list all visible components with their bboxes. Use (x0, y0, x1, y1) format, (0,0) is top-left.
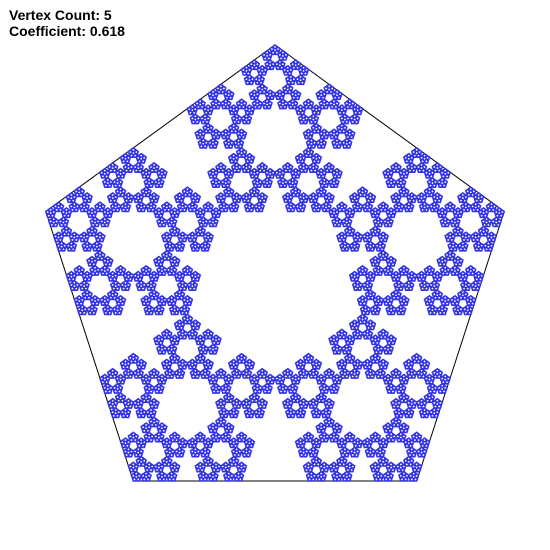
coefficient-label: Coefficient: 0.618 (9, 23, 125, 39)
outer-pentagon-outline (45, 44, 505, 482)
info-panel: Vertex Count: 5 Coefficient: 0.618 (9, 7, 125, 39)
fractal-pentagon-rings (44, 44, 506, 482)
vertex-count-label: Vertex Count: 5 (9, 7, 112, 23)
fractal-pentagons (44, 44, 506, 482)
